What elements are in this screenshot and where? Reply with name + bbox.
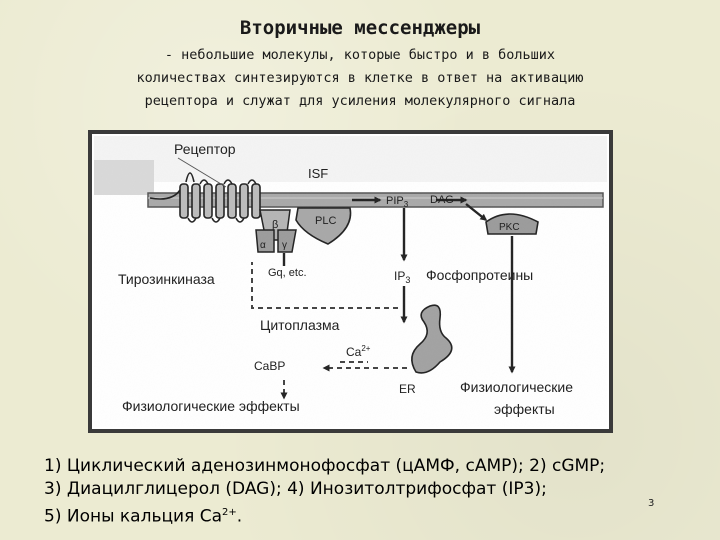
ca-text: Ca xyxy=(346,345,362,359)
subtitle-line-3: рецептора и служат для усиления молекуля… xyxy=(144,93,576,109)
pip3-text: PIP xyxy=(386,195,404,207)
physiological-effects-left-label: Физиологические эффекты xyxy=(122,398,300,414)
dag-label: DAG xyxy=(430,194,454,206)
legend-line-2: 3) Диацилглицерол (DAG); 4) Инозитолтриф… xyxy=(44,479,547,499)
slide-subtitle: - небольшие молекулы, которые быстро и в… xyxy=(60,44,660,113)
ip3-text: IP xyxy=(394,269,405,283)
legend-line-3: 5) Ионы кальция Ca2+. xyxy=(44,501,694,529)
physiological-effects-right-line-1: Физиологические xyxy=(460,379,573,395)
subtitle-line-2: количествах синтезируются в клетке в отв… xyxy=(136,70,584,86)
second-messengers-list: 1) Циклический аденозинмонофосфат (цАМФ,… xyxy=(44,455,694,529)
cytoplasm-label: Цитоплазма xyxy=(260,317,340,333)
signaling-diagram: Рецептор ISF PIP3 DAG PLC PKC β α γ Gq, … xyxy=(88,130,613,433)
ip3-subscript: 3 xyxy=(405,275,410,285)
legend-line-3-text: 5) Ионы кальция Ca xyxy=(44,506,223,527)
isf-label: ISF xyxy=(308,166,328,181)
alpha-label: α xyxy=(260,240,266,251)
receptor-label: Рецептор xyxy=(174,141,236,157)
ip3-label: IP3 xyxy=(394,269,410,285)
er-label: ER xyxy=(399,382,416,396)
page-number: 3 xyxy=(648,498,655,509)
pip3-label: PIP3 xyxy=(386,195,409,209)
cabp-label: CaBP xyxy=(254,359,285,373)
ca-superscript: 2+ xyxy=(361,344,370,353)
legend-line-1: 1) Циклический аденозинмонофосфат (цАМФ,… xyxy=(44,456,606,476)
ca-label: Ca2+ xyxy=(346,344,371,359)
pip3-subscript: 3 xyxy=(404,200,409,209)
gq-label: Gq, etc. xyxy=(268,267,307,279)
gamma-label: γ xyxy=(282,240,287,251)
phosphoproteins-label: Фосфопротеины xyxy=(426,267,533,283)
legend-line-3-suffix: . xyxy=(236,506,243,527)
beta-label: β xyxy=(272,219,278,231)
plc-label: PLC xyxy=(315,215,336,227)
tyrosine-kinase-label: Тирозинкиназа xyxy=(118,271,215,287)
signaling-diagram-svg: Рецептор ISF PIP3 DAG PLC PKC β α γ Gq, … xyxy=(88,130,613,433)
legend-line-3-superscript: 2+ xyxy=(222,507,237,518)
pkc-label: PKC xyxy=(499,222,520,233)
subtitle-line-1: - небольшие молекулы, которые быстро и в… xyxy=(164,47,556,63)
slide-title: Вторичные мессенджеры xyxy=(239,17,481,39)
physiological-effects-right-line-2: эффекты xyxy=(494,401,555,417)
